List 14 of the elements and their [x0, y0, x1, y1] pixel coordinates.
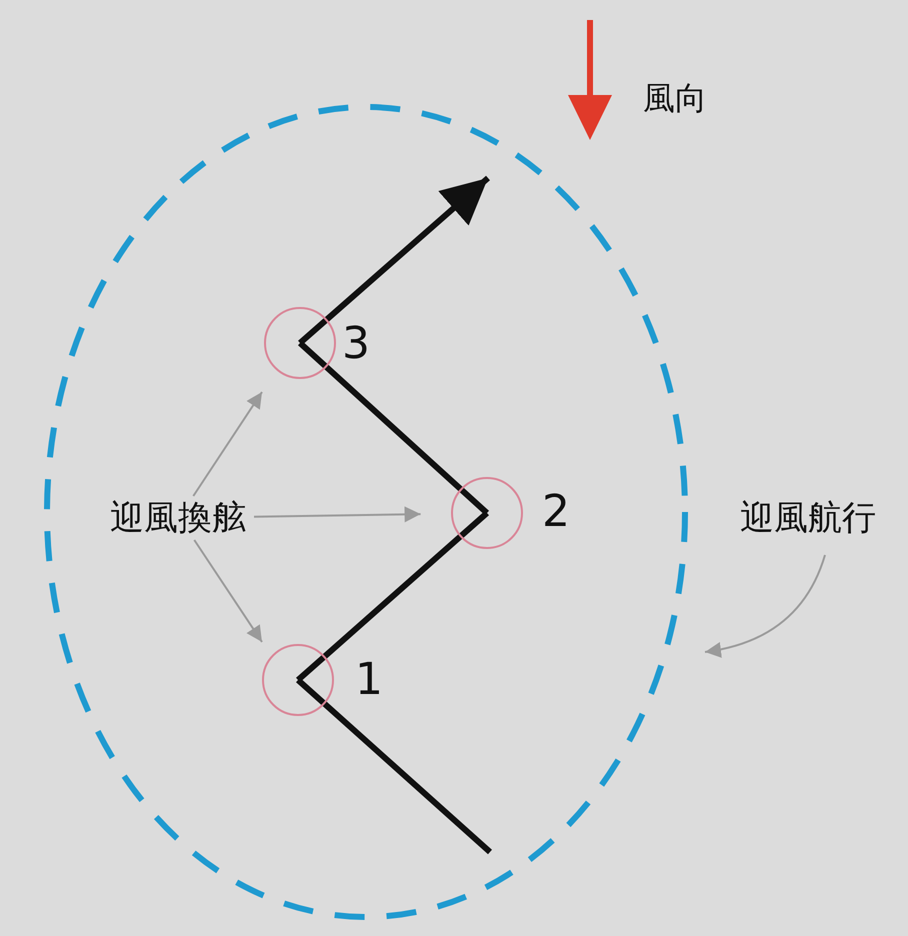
tack-number: 2 — [542, 490, 570, 534]
tack-label: 迎風換舷 — [102, 496, 254, 540]
course-line — [298, 340, 490, 516]
tack-number: 1 — [355, 658, 383, 702]
upwind-sailing-label: 迎風航行 — [730, 496, 886, 540]
curved-arrow — [704, 554, 826, 658]
pointer-arrow — [192, 391, 263, 497]
course-line — [298, 176, 490, 346]
pointer-arrow — [254, 506, 421, 522]
course-line — [296, 678, 492, 854]
course-line — [296, 510, 489, 682]
tack-number: 3 — [342, 322, 370, 366]
wind-direction-label: 風向 — [633, 76, 717, 120]
pointer-arrow — [193, 539, 263, 643]
